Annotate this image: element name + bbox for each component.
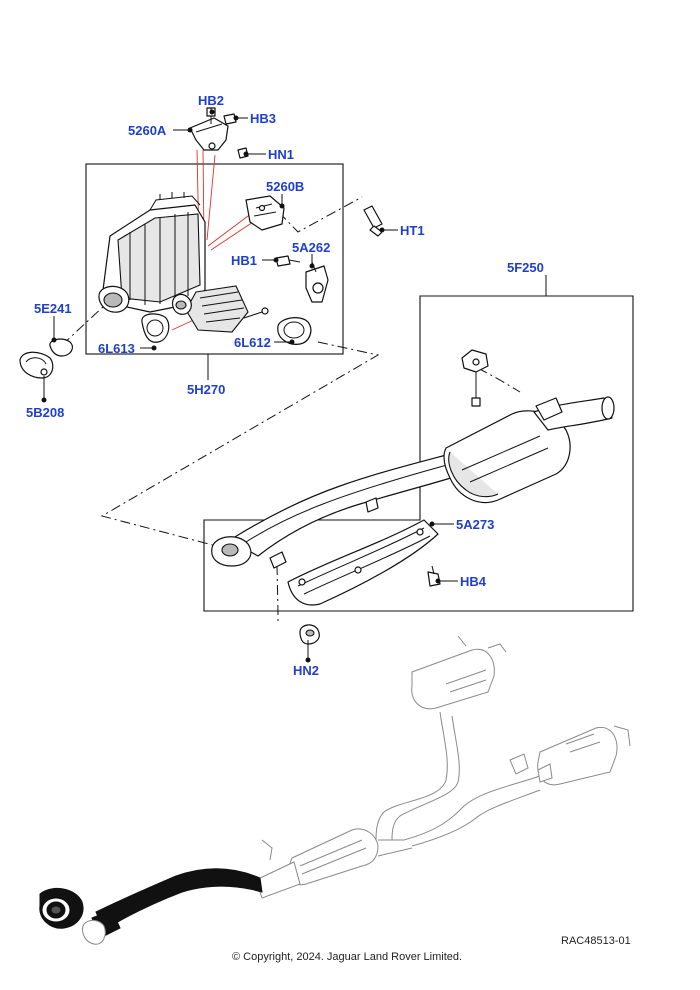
callout-ht1: HT1 [400, 223, 425, 238]
callout-6l613: 6L613 [98, 341, 135, 356]
callout-hb2: HB2 [198, 93, 224, 108]
nut-hn2 [299, 624, 320, 645]
callout-hn1: HN1 [268, 147, 294, 162]
catalyst-module-5h270 [98, 192, 269, 333]
callout-5a262: 5A262 [292, 240, 330, 255]
nut-hb3 [223, 113, 237, 125]
rear-mount-bracket [461, 349, 489, 407]
callout-hb4: HB4 [460, 574, 487, 589]
bolt-hb1 [275, 255, 301, 267]
hanger-5a262 [305, 261, 329, 303]
heat-shield-5260b [245, 195, 285, 231]
callout-5h270: 5H270 [187, 382, 225, 397]
callout-5b208: 5B208 [26, 405, 64, 420]
assembly-box-5f250 [203, 295, 634, 612]
clamp-5b208 [19, 351, 54, 379]
gasket-6l612 [277, 317, 312, 345]
connection-line-5e241 [61, 304, 106, 346]
callout-5260a: 5260A [128, 123, 167, 138]
callout-6l612: 6L612 [234, 335, 271, 350]
callout-hb3: HB3 [250, 111, 276, 126]
callout-5f250: 5F250 [507, 260, 544, 275]
copyright-notice: © Copyright, 2024. Jaguar Land Rover Lim… [232, 951, 462, 963]
gasket-6l613 [141, 313, 170, 343]
leader-lines [41, 108, 547, 663]
connection-line-hn2 [276, 564, 279, 625]
callout-5260b: 5260B [266, 179, 304, 194]
bracket-5260a [189, 117, 229, 151]
callout-hb1: HB1 [231, 253, 257, 268]
sensor-ht1 [363, 205, 383, 237]
system-overview-illustration [39, 635, 631, 945]
connection-line-bracket [477, 367, 521, 393]
callout-5e241: 5E241 [34, 301, 72, 316]
callout-5a273: 5A273 [456, 517, 494, 532]
connection-line-downpipe [100, 341, 380, 549]
diagram-reference: RAC48513-01 [561, 935, 631, 947]
callout-hn2: HN2 [293, 663, 319, 678]
rear-silencer-assembly-5f250 [211, 396, 615, 606]
